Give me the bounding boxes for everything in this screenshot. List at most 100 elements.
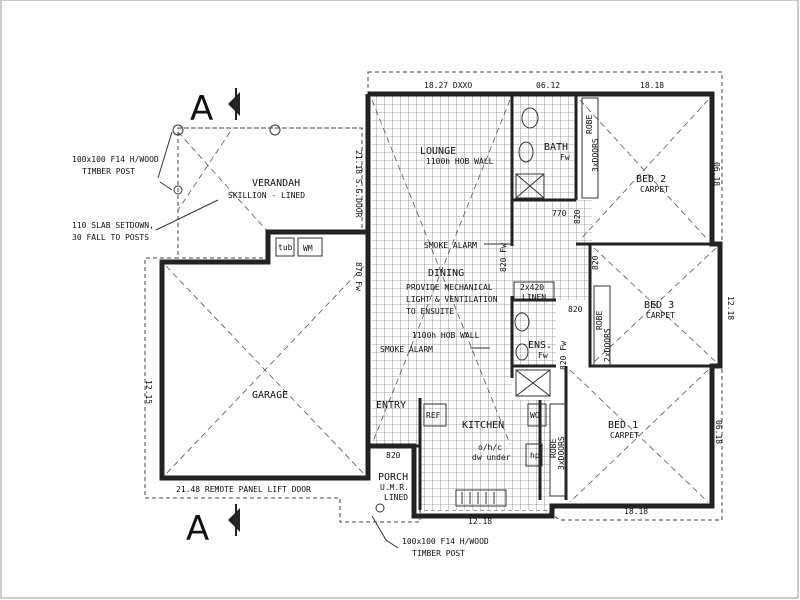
lounge-label: LOUNGE xyxy=(420,146,456,157)
robe-bed1-label: ROBE xyxy=(549,439,558,458)
dim-top-b: 06.12 xyxy=(536,81,560,90)
wm-box xyxy=(297,237,323,257)
robe-bed3-doors: 2xDOORS xyxy=(603,328,612,362)
wo-label: WO xyxy=(530,411,540,420)
porch-note2: LINED xyxy=(384,493,408,502)
wm-label: WM xyxy=(303,244,313,253)
bed2-label: BED 2 xyxy=(636,174,666,185)
dim-top-a: 18.27 DXXO xyxy=(424,81,472,90)
living-roof-lines xyxy=(371,99,511,445)
bath-toilet xyxy=(521,107,539,129)
bed2-floor: CARPET xyxy=(640,185,669,194)
wo-box xyxy=(527,403,547,427)
leader-slab xyxy=(155,199,219,231)
section-marker-top: A xyxy=(190,89,213,129)
sink xyxy=(455,489,507,507)
dim-820d: 820 xyxy=(386,451,401,460)
ens-tiles xyxy=(512,300,556,366)
bath-label: BATH xyxy=(544,142,568,153)
linen-size: 2x420 xyxy=(520,283,544,292)
timber-post-bottom-line1: 100x100 F14 H/WOOD xyxy=(402,537,489,546)
bed3-roof-lines xyxy=(593,247,717,363)
hall-tiles xyxy=(512,200,592,300)
robe-bed2 xyxy=(581,97,599,199)
leader-smoke xyxy=(470,243,512,349)
porch-label: PORCH xyxy=(378,472,408,483)
robe-bed2-doors: 3xDOORS xyxy=(591,138,600,172)
timber-post-top-line2: TIMBER POST xyxy=(82,167,135,176)
dim-820fw: 820 Fw xyxy=(499,243,508,272)
bath-tiles xyxy=(512,96,574,200)
living-tiles xyxy=(372,96,512,446)
bed3-label: BED 3 xyxy=(644,300,674,311)
shower-bath-cross xyxy=(515,173,545,199)
bed1-label: BED 1 xyxy=(608,420,638,431)
smoke-alarm-2: SMOKE ALARM xyxy=(380,345,433,354)
garage-label: GARAGE xyxy=(252,390,288,401)
tub-box xyxy=(275,237,295,257)
verandah-post-3 xyxy=(173,185,183,195)
verandah-outline xyxy=(178,127,363,259)
timber-post-top-line1: 100x100 F14 H/WOOD xyxy=(72,155,159,164)
robe-bed2-label: ROBE xyxy=(585,115,594,134)
robe-bed3 xyxy=(593,285,611,367)
dim-right-b: 12.18 xyxy=(726,296,735,320)
robe-bed3-label: ROBE xyxy=(595,311,604,330)
linen-cupboard xyxy=(513,281,555,301)
porch-walls xyxy=(366,446,416,510)
dim-820c: 820 xyxy=(568,305,583,314)
lounge-note: 1100h HOB WALL xyxy=(426,157,494,166)
bed3-floor: CARPET xyxy=(646,311,675,320)
kitchen-note2: dw under xyxy=(472,453,511,462)
dim-right-a: 06.18 xyxy=(712,162,721,186)
linen-label: LINEN xyxy=(522,293,546,302)
bed1-roof-lines xyxy=(569,369,709,503)
leader-timber-post-bottom xyxy=(371,515,399,549)
verandah-post-1 xyxy=(172,124,184,136)
hob-wall-label: 1100h HOB WALL xyxy=(412,331,480,340)
ens-basin xyxy=(515,343,529,361)
ref-box xyxy=(423,403,447,427)
verandah-note: SKILLION - LINED xyxy=(228,191,305,200)
ens-label: ENS. xyxy=(528,340,552,351)
shower-ens xyxy=(515,369,551,397)
section-marker-bottom: A xyxy=(186,509,209,549)
dim-820fw2: 820 Fw xyxy=(559,341,568,370)
robe-bed1-doors: 3xDOORS xyxy=(557,436,566,470)
verandah-post-2 xyxy=(269,124,281,136)
dining-note2: LIGHT & VENTILATION xyxy=(406,295,498,304)
smoke-alarm-1: SMOKE ALARM xyxy=(424,241,477,250)
dim-top-c: 18.18 xyxy=(640,81,664,90)
kitchen-label: KITCHEN xyxy=(462,420,504,431)
leader-timber-post-top xyxy=(157,131,173,191)
porch-note1: U.M.R. xyxy=(380,483,409,492)
dim-870: 870 Fw xyxy=(354,262,363,291)
shower-bath xyxy=(515,173,545,199)
timber-post-bottom-line2: TIMBER POST xyxy=(412,549,465,558)
dim-bottom-b: 18.18 xyxy=(624,507,648,516)
dim-820a: 820 xyxy=(573,209,582,224)
dim-bottom-a: 12.18 xyxy=(468,517,492,526)
robe-bed1 xyxy=(549,403,567,497)
hp-box xyxy=(525,443,543,467)
dining-label: DINING xyxy=(428,268,464,279)
kitchen-note1: o/h/c xyxy=(478,443,502,452)
tub-label: tub xyxy=(278,243,293,252)
dining-note3: TO ENSUITE xyxy=(406,307,454,316)
verandah-label: VERANDAH xyxy=(252,178,300,189)
slab-setdown-line1: 110 SLAB SETDOWN, xyxy=(72,221,154,230)
ref-label: REF xyxy=(426,411,441,420)
garage-dim: 12.15 xyxy=(144,380,153,404)
ens-toilet xyxy=(514,312,530,332)
dining-note1: PROVIDE MECHANICAL xyxy=(406,283,493,292)
shower-ens-cross xyxy=(515,369,551,397)
dim-right-c: 06.18 xyxy=(714,420,723,444)
entry-label: ENTRY xyxy=(376,400,406,411)
garage-door-label: 21.48 REMOTE PANEL LIFT DOOR xyxy=(176,485,311,494)
bath-fw: Fw xyxy=(560,153,570,162)
verandah-hip-lines xyxy=(177,131,269,233)
bed2-roof-lines xyxy=(579,99,709,241)
porch-post xyxy=(375,503,385,513)
